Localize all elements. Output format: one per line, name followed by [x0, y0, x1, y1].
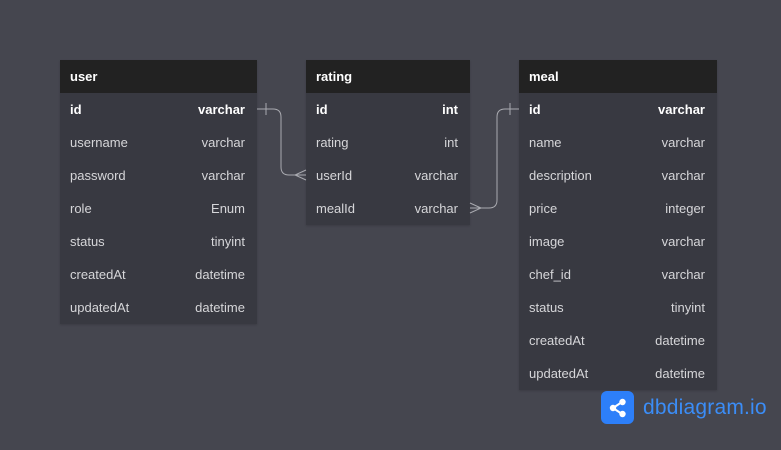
relationship-meal-rating[interactable]: [469, 103, 519, 214]
table-header-user[interactable]: user: [60, 60, 257, 93]
table-meal[interactable]: meal id varchar name varchar description…: [519, 60, 717, 390]
column-type: Enum: [211, 201, 245, 216]
column-name: name: [529, 135, 562, 150]
table-row[interactable]: username varchar: [60, 126, 257, 159]
table-row[interactable]: id varchar: [519, 93, 717, 126]
column-name: image: [529, 234, 565, 249]
relationship-user-rating[interactable]: [257, 103, 307, 181]
share-nodes-icon: [601, 391, 634, 424]
column-name: updatedAt: [529, 366, 589, 381]
column-name: mealId: [316, 201, 356, 216]
column-name: createdAt: [529, 333, 585, 348]
table-row[interactable]: name varchar: [519, 126, 717, 159]
table-row[interactable]: createdAt datetime: [60, 258, 257, 291]
column-type: varchar: [201, 135, 245, 150]
column-type: varchar: [414, 168, 458, 183]
column-type: varchar: [661, 234, 705, 249]
table-row[interactable]: description varchar: [519, 159, 717, 192]
column-name: createdAt: [70, 267, 126, 282]
connector-line[interactable]: [257, 108, 306, 176]
many-marker: [293, 169, 307, 181]
column-type: integer: [665, 201, 705, 216]
many-marker: [469, 202, 483, 214]
column-type: datetime: [655, 366, 705, 381]
brand-name: dbdiagram.io: [643, 395, 767, 419]
column-name: password: [70, 168, 126, 183]
table-rating[interactable]: rating id int rating int userId varchar …: [306, 60, 470, 225]
table-row[interactable]: userId varchar: [306, 159, 470, 192]
table-row[interactable]: role Enum: [60, 192, 257, 225]
column-type: varchar: [658, 102, 705, 117]
table-row[interactable]: rating int: [306, 126, 470, 159]
table-row[interactable]: mealId varchar: [306, 192, 470, 225]
column-name: id: [316, 102, 328, 117]
table-row[interactable]: price integer: [519, 192, 717, 225]
column-type: datetime: [655, 333, 705, 348]
column-type: tinyint: [671, 300, 705, 315]
brand-watermark[interactable]: dbdiagram.io: [601, 391, 767, 424]
column-name: username: [70, 135, 128, 150]
table-row[interactable]: status tinyint: [60, 225, 257, 258]
table-row[interactable]: password varchar: [60, 159, 257, 192]
column-type: datetime: [195, 267, 245, 282]
column-name: id: [70, 102, 82, 117]
column-name: userId: [316, 168, 353, 183]
table-row[interactable]: updatedAt datetime: [60, 291, 257, 324]
column-type: varchar: [198, 102, 245, 117]
column-name: chef_id: [529, 267, 571, 282]
column-type: datetime: [195, 300, 245, 315]
column-name: price: [529, 201, 558, 216]
column-name: description: [529, 168, 592, 183]
column-type: varchar: [661, 168, 705, 183]
column-type: varchar: [201, 168, 245, 183]
table-row[interactable]: image varchar: [519, 225, 717, 258]
table-header-meal[interactable]: meal: [519, 60, 717, 93]
connector-line[interactable]: [470, 108, 519, 209]
column-type: int: [442, 102, 458, 117]
column-name: status: [529, 300, 564, 315]
table-user[interactable]: user id varchar username varchar passwor…: [60, 60, 257, 324]
column-name: status: [70, 234, 105, 249]
table-row[interactable]: createdAt datetime: [519, 324, 717, 357]
table-row[interactable]: updatedAt datetime: [519, 357, 717, 390]
table-row[interactable]: id varchar: [60, 93, 257, 126]
column-name: rating: [316, 135, 349, 150]
table-header-rating[interactable]: rating: [306, 60, 470, 93]
table-row[interactable]: status tinyint: [519, 291, 717, 324]
table-row[interactable]: chef_id varchar: [519, 258, 717, 291]
column-name: updatedAt: [70, 300, 130, 315]
column-type: varchar: [661, 267, 705, 282]
column-type: int: [444, 135, 458, 150]
table-row[interactable]: id int: [306, 93, 470, 126]
column-type: varchar: [414, 201, 458, 216]
column-name: id: [529, 102, 541, 117]
column-name: role: [70, 201, 92, 216]
column-type: tinyint: [211, 234, 245, 249]
column-type: varchar: [661, 135, 705, 150]
